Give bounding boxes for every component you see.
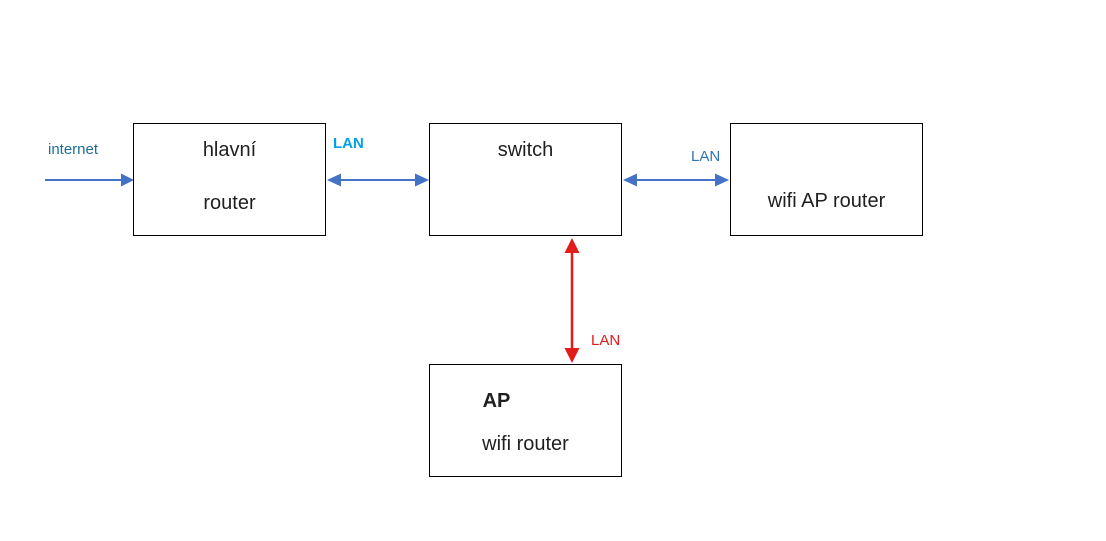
lan-left-edge-label: LAN [333,135,364,152]
node-ap-wifi-router: AP wifi router [429,364,622,477]
lan-right-arrow-head-west [623,173,637,187]
ap-wifi-router-label-line1: AP [482,390,511,412]
lan-bottom-edge-label: LAN [591,332,621,349]
internet-edge-label: internet [48,141,99,158]
switch-label: switch [497,139,554,161]
lan-bottom-arrow [564,238,580,363]
lan-left-arrow [327,173,429,187]
lan-bottom-arrow-head-north [564,238,580,253]
node-switch: switch [429,123,622,236]
internet-arrow-head [121,173,134,187]
main-router-label-line1: hlavní [202,139,257,161]
lan-bottom-arrow-head-south [564,348,580,363]
ap-wifi-router-label-line2: wifi router [482,433,569,455]
main-router-label-line2: router [203,192,256,214]
lan-left-arrow-head-west [327,173,341,187]
internet-arrow [45,173,134,187]
lan-right-arrow-head-east [715,173,729,187]
wifi-ap-router-label: wifi AP router [767,190,886,212]
lan-right-arrow [623,173,729,187]
lan-left-arrow-head-east [415,173,429,187]
node-wifi-ap-router: wifi AP router [730,123,923,236]
lan-right-edge-label: LAN [691,148,721,165]
node-main-router: hlavní router [133,123,326,236]
